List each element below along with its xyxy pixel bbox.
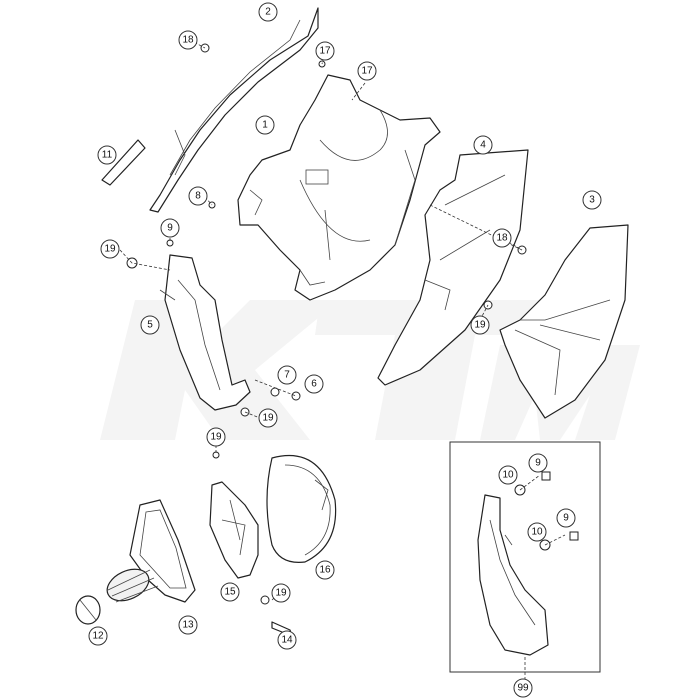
svg-text:9: 9 (167, 223, 173, 234)
svg-text:2: 2 (265, 7, 271, 18)
part-15-filter-cage (209, 481, 259, 579)
callout-8: 8 (188, 186, 208, 206)
callout-18-right: 18 (492, 228, 512, 248)
part-16-filter-cover (266, 454, 337, 563)
svg-text:17: 17 (361, 66, 373, 77)
callout-19-mid: 19 (470, 315, 490, 335)
callout-9-left: 9 (160, 218, 180, 238)
svg-text:18: 18 (496, 233, 508, 244)
svg-text:17: 17 (319, 46, 331, 57)
svg-text:19: 19 (104, 244, 116, 255)
callout-16: 16 (315, 560, 335, 580)
svg-text:19: 19 (275, 588, 287, 599)
callout-3: 3 (582, 190, 602, 210)
callout-99: 99 (513, 678, 533, 698)
callout-19-filter: 19 (206, 427, 226, 447)
kit-99-box (449, 441, 601, 673)
part-12-hose-clamp (75, 595, 101, 625)
svg-text:6: 6 (311, 379, 317, 390)
callout-11: 11 (97, 145, 117, 165)
part-4-side-cover (377, 149, 529, 386)
callout-9-a: 9 (528, 453, 548, 473)
callout-19-lower: 19 (258, 408, 278, 428)
svg-text:5: 5 (147, 320, 153, 331)
svg-text:4: 4 (480, 140, 486, 151)
svg-text:19: 19 (262, 413, 274, 424)
callout-6: 6 (304, 374, 324, 394)
svg-text:8: 8 (195, 191, 201, 202)
svg-text:1: 1 (262, 120, 268, 131)
svg-text:99: 99 (517, 683, 529, 694)
callout-10-b: 10 (527, 522, 547, 542)
callout-5: 5 (140, 315, 160, 335)
svg-text:12: 12 (92, 631, 104, 642)
svg-text:10: 10 (531, 527, 543, 538)
callout-10-a: 10 (498, 465, 518, 485)
svg-text:7: 7 (284, 370, 290, 381)
part-11-decal (101, 139, 146, 186)
callout-1: 1 (255, 115, 275, 135)
callout-19-left: 19 (100, 239, 120, 259)
svg-text:9: 9 (535, 458, 541, 469)
callout-19-bottom: 19 (271, 583, 291, 603)
callout-17-b: 17 (357, 61, 377, 81)
svg-text:19: 19 (474, 320, 486, 331)
part-13-air-filter (106, 499, 196, 603)
callout-12: 12 (88, 626, 108, 646)
svg-text:13: 13 (182, 620, 194, 631)
part-5-side-bracket (159, 254, 251, 411)
callout-7: 7 (277, 365, 297, 385)
callout-13: 13 (178, 615, 198, 635)
part-2-side-strip (149, 7, 319, 213)
svg-text:9: 9 (563, 513, 569, 524)
svg-text:15: 15 (224, 587, 236, 598)
svg-text:11: 11 (102, 150, 113, 161)
part-1-airbox-housing (237, 74, 441, 301)
callout-4: 4 (473, 135, 493, 155)
svg-text:14: 14 (281, 635, 293, 646)
callout-14: 14 (277, 630, 297, 650)
svg-text:18: 18 (182, 35, 194, 46)
svg-text:16: 16 (319, 565, 331, 576)
callout-17-a: 17 (315, 41, 335, 61)
svg-text:10: 10 (502, 470, 514, 481)
svg-text:3: 3 (589, 195, 595, 206)
callout-15: 15 (220, 582, 240, 602)
part-3-number-plate (499, 224, 629, 419)
callout-9-b: 9 (556, 508, 576, 528)
callout-18-top: 18 (178, 30, 198, 50)
svg-text:19: 19 (210, 432, 222, 443)
callout-2: 2 (258, 2, 278, 22)
